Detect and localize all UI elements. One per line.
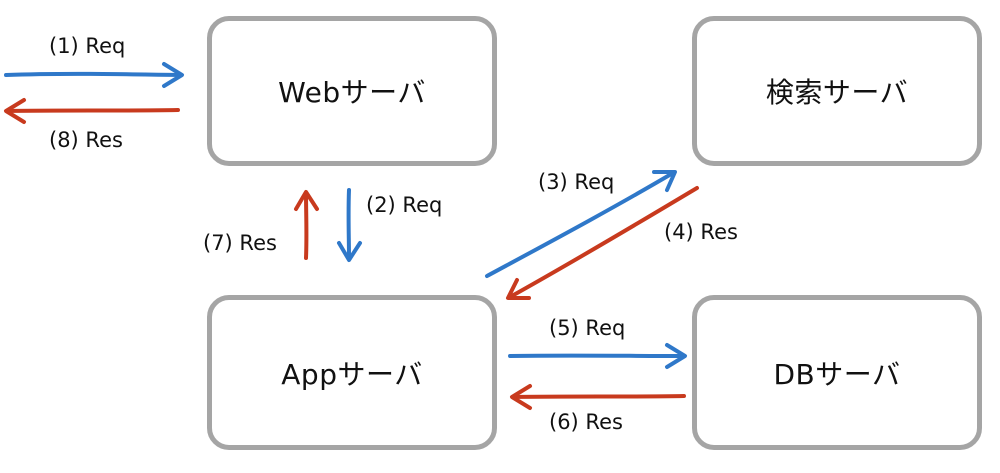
app-server-label: Appサーバ (281, 357, 423, 391)
app-server-node: Appサーバ (207, 295, 497, 450)
web-server-node: Webサーバ (207, 16, 497, 166)
arrow-step5-req (508, 343, 687, 369)
step6-label: (6) Res (549, 410, 623, 434)
step8-label: (8) Res (49, 128, 123, 152)
web-server-label: Webサーバ (278, 76, 426, 109)
arrow-step1-req (4, 62, 184, 88)
step4-label: (4) Res (664, 220, 738, 244)
step1-label: (1) Req (49, 34, 126, 58)
step2-label: (2) Req (366, 193, 443, 217)
arrow-step6-res (510, 384, 686, 410)
step3-label: (3) Req (538, 170, 615, 194)
arrow-step8-res (4, 98, 180, 124)
arrow-step4-res (506, 186, 699, 300)
arrow-step2-req (337, 188, 362, 262)
search-server-node: 検索サーバ (692, 16, 982, 166)
step5-label: (5) Req (549, 316, 626, 340)
db-server-label: DBサーバ (773, 357, 901, 391)
search-server-label: 検索サーバ (765, 76, 909, 109)
arrow-step7-res (294, 190, 319, 260)
db-server-node: DBサーバ (692, 295, 982, 450)
step7-label: (7) Res (203, 231, 277, 255)
arrow-step3-req (485, 170, 677, 278)
